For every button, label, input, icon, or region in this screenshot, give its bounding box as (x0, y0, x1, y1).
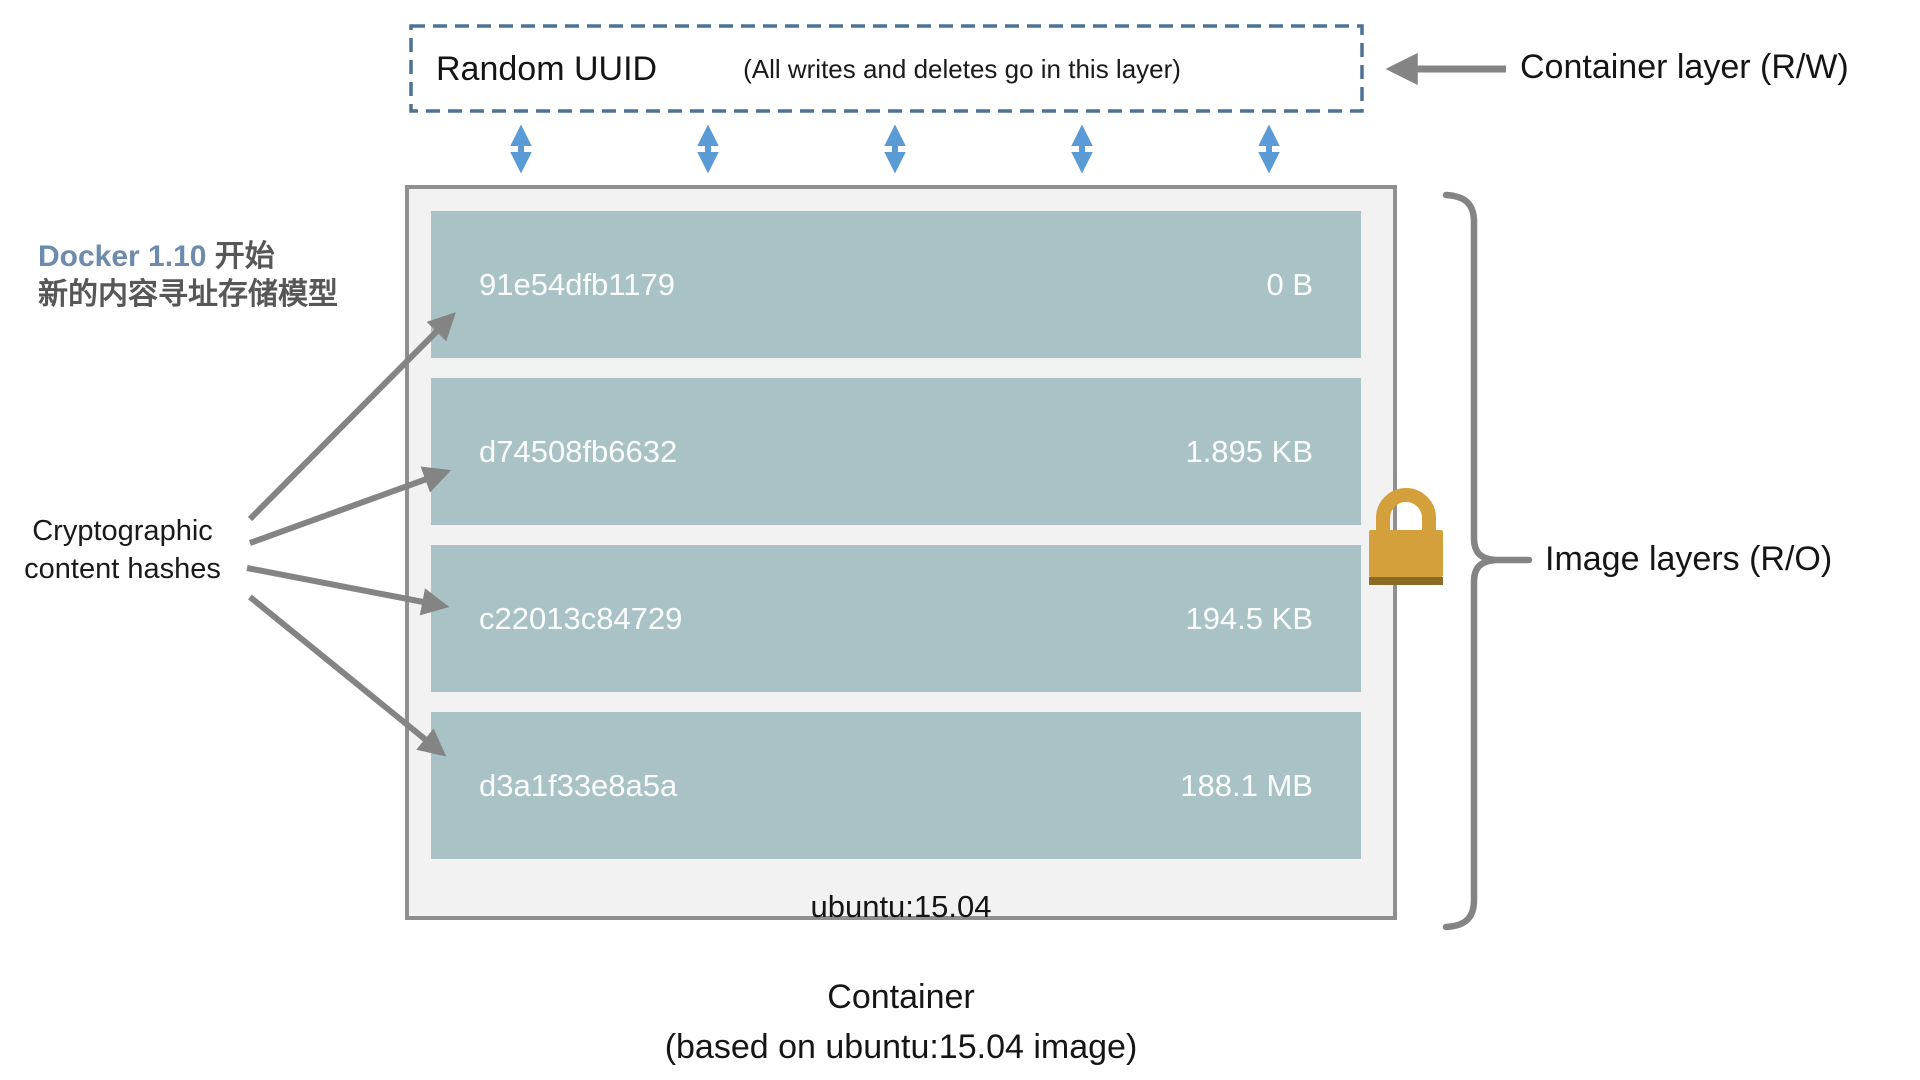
image-layers-ro-label: Image layers (R/O) (1545, 540, 1833, 578)
image-layer-row: d3a1f33e8a5a 188.1 MB (431, 712, 1361, 859)
docker-note-line1: Docker 1.10 开始 (38, 238, 338, 276)
cryptographic-hashes-label: Cryptographic content hashes (0, 512, 245, 588)
layer-size: 188.1 MB (1180, 767, 1313, 803)
writes-deletes-note: (All writes and deletes go in this layer… (743, 53, 1181, 84)
layer-size: 0 B (1266, 266, 1313, 302)
container-layer-rw-label: Container layer (R/W) (1520, 48, 1849, 86)
layer-size: 1.895 KB (1185, 433, 1313, 469)
base-image-label: ubuntu:15.04 (810, 889, 992, 924)
container-caption: Container (based on ubuntu:15.04 image) (405, 972, 1397, 1072)
hash-note-line2: content hashes (24, 553, 221, 585)
image-layers-brace (1442, 191, 1497, 931)
layer-hash: d74508fb6632 (479, 433, 678, 469)
docker-note-line2: 新的内容寻址存储模型 (38, 278, 338, 311)
image-layer-row: c22013c84729 194.5 KB (431, 545, 1361, 692)
hash-note-line1: Cryptographic (32, 515, 213, 547)
docker-note-line1-rest: 开始 (206, 240, 275, 273)
random-uuid-label: Random UUID (436, 49, 658, 88)
image-layer-row: d74508fb6632 1.895 KB (431, 378, 1361, 525)
caption-line2: (based on ubuntu:15.04 image) (664, 1028, 1138, 1066)
layer-hash: 91e54dfb1179 (479, 266, 675, 302)
container-box: 91e54dfb1179 0 B d74508fb6632 1.895 KB c… (405, 185, 1397, 924)
blue-sync-arrows (510, 124, 1280, 174)
container-layer-box: Random UUID (All writes and deletes go i… (412, 27, 1362, 111)
layer-size: 194.5 KB (1185, 600, 1313, 636)
caption-line1: Container (827, 978, 975, 1016)
image-layer-row: 91e54dfb1179 0 B (431, 211, 1361, 358)
layer-hash: d3a1f33e8a5a (479, 767, 678, 803)
docker-version-note: Docker 1.10 开始 新的内容寻址存储模型 (38, 238, 338, 314)
docker-version-highlight: Docker 1.10 (38, 240, 207, 273)
layer-hash: c22013c84729 (479, 600, 683, 636)
